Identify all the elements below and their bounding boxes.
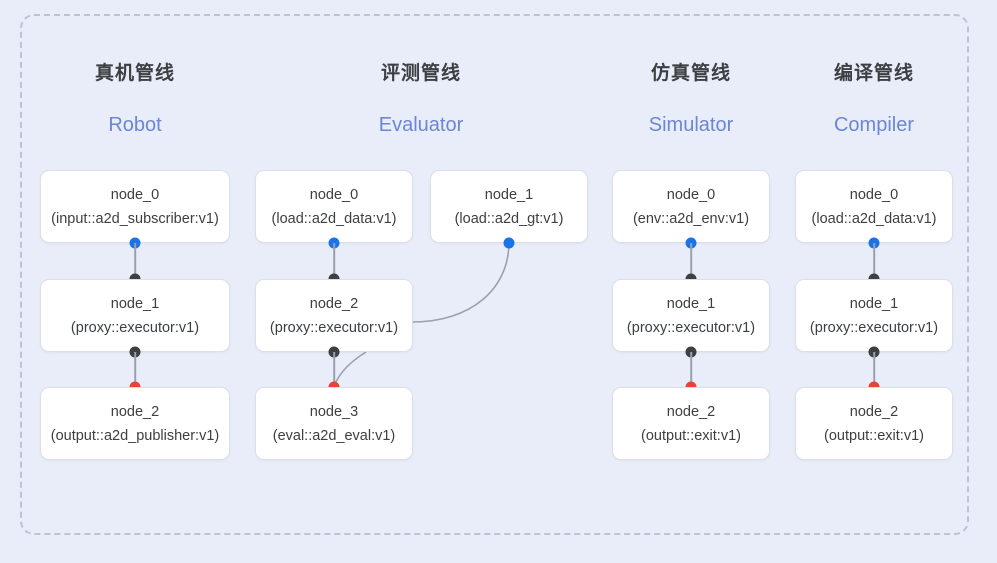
- edge-evaluator-0-to-2: [333, 243, 335, 279]
- node-id: node_0: [110, 186, 160, 203]
- pipeline-group-frame: [20, 14, 969, 535]
- node-type: (load::a2d_gt:v1): [454, 210, 564, 227]
- edge-compiler-0-to-1: [873, 243, 875, 279]
- node-compiler-1[interactable]: node_1 (proxy::executor:v1): [795, 279, 953, 352]
- node-type: (output::a2d_publisher:v1): [50, 427, 220, 444]
- node-type: (proxy::executor:v1): [626, 319, 756, 336]
- node-id: node_2: [110, 403, 160, 420]
- node-compiler-2[interactable]: node_2 (output::exit:v1): [795, 387, 953, 460]
- node-compiler-0[interactable]: node_0 (load::a2d_data:v1): [795, 170, 953, 243]
- node-id: node_1: [110, 295, 160, 312]
- node-id: node_0: [849, 186, 899, 203]
- node-id: node_2: [849, 403, 899, 420]
- node-evaluator-0[interactable]: node_0 (load::a2d_data:v1): [255, 170, 413, 243]
- node-type: (load::a2d_data:v1): [271, 210, 397, 227]
- node-robot-0[interactable]: node_0 (input::a2d_subscriber:v1): [40, 170, 230, 243]
- node-id: node_1: [484, 186, 534, 203]
- node-type: (proxy::executor:v1): [269, 319, 399, 336]
- node-simulator-1[interactable]: node_1 (proxy::executor:v1): [612, 279, 770, 352]
- node-id: node_2: [309, 295, 359, 312]
- node-evaluator-3[interactable]: node_3 (eval::a2d_eval:v1): [255, 387, 413, 460]
- node-id: node_1: [666, 295, 716, 312]
- node-simulator-2[interactable]: node_2 (output::exit:v1): [612, 387, 770, 460]
- edge-evaluator-2-to-3: [333, 352, 335, 387]
- node-id: node_1: [849, 295, 899, 312]
- node-type: (proxy::executor:v1): [809, 319, 939, 336]
- node-robot-2[interactable]: node_2 (output::a2d_publisher:v1): [40, 387, 230, 460]
- node-type: (eval::a2d_eval:v1): [272, 427, 396, 444]
- port-output-evaluator-1[interactable]: [503, 237, 515, 249]
- node-evaluator-1[interactable]: node_1 (load::a2d_gt:v1): [430, 170, 588, 243]
- node-type: (output::exit:v1): [641, 427, 741, 444]
- node-id: node_2: [666, 403, 716, 420]
- node-type: (output::exit:v1): [824, 427, 924, 444]
- node-evaluator-2[interactable]: node_2 (proxy::executor:v1): [255, 279, 413, 352]
- node-id: node_3: [309, 403, 359, 420]
- edge-simulator-1-to-2: [690, 352, 692, 387]
- node-robot-1[interactable]: node_1 (proxy::executor:v1): [40, 279, 230, 352]
- node-type: (load::a2d_data:v1): [811, 210, 937, 227]
- node-type: (env::a2d_env:v1): [632, 210, 750, 227]
- node-simulator-0[interactable]: node_0 (env::a2d_env:v1): [612, 170, 770, 243]
- node-type: (proxy::executor:v1): [70, 319, 200, 336]
- edge-robot-0-to-1: [134, 243, 136, 279]
- edge-simulator-0-to-1: [690, 243, 692, 279]
- node-id: node_0: [666, 186, 716, 203]
- edge-compiler-1-to-2: [873, 352, 875, 387]
- node-type: (input::a2d_subscriber:v1): [51, 210, 219, 227]
- edge-robot-1-to-2: [134, 352, 136, 387]
- node-id: node_0: [309, 186, 359, 203]
